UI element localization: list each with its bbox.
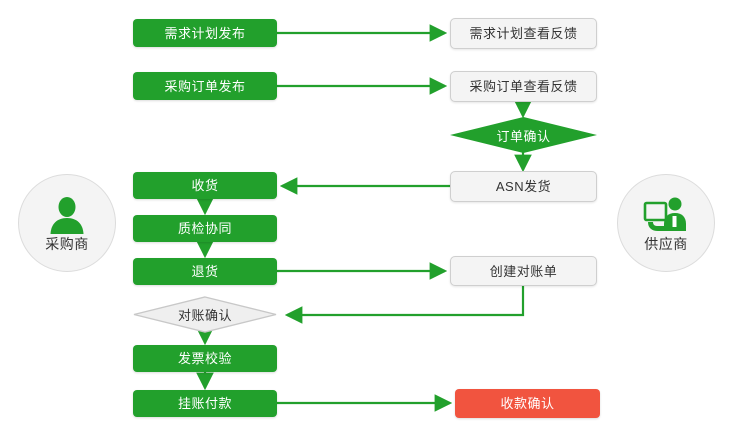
node-demand-plan-publish[interactable]: 需求计划发布 bbox=[133, 19, 277, 47]
node-order-confirm[interactable]: 订单确认 bbox=[450, 117, 597, 153]
node-label: ASN发货 bbox=[495, 179, 552, 194]
node-label: 对账确认 bbox=[177, 308, 232, 323]
node-label: 需求计划查看反馈 bbox=[469, 26, 578, 41]
node-purchase-order-feedback[interactable]: 采购订单查看反馈 bbox=[450, 71, 597, 102]
node-label: 退货 bbox=[191, 264, 219, 279]
actor-supplier-label: 供应商 bbox=[644, 235, 688, 252]
node-label: 订单确认 bbox=[496, 128, 551, 144]
node-label: 采购订单查看反馈 bbox=[469, 79, 578, 94]
node-demand-plan-feedback[interactable]: 需求计划查看反馈 bbox=[450, 18, 597, 49]
node-label: 需求计划发布 bbox=[164, 25, 246, 41]
node-label: 采购订单发布 bbox=[164, 78, 246, 94]
node-statement-confirm[interactable]: 对账确认 bbox=[133, 296, 277, 333]
node-label: 收款确认 bbox=[500, 396, 555, 411]
node-label: 收货 bbox=[191, 178, 219, 193]
actor-buyer: 采购商 bbox=[18, 174, 116, 272]
edge-statement-to-confirm bbox=[284, 285, 525, 324]
diamond-shape-green bbox=[450, 117, 597, 153]
node-payment-confirm[interactable]: 收款确认 bbox=[455, 389, 600, 418]
node-receive-goods[interactable]: 收货 bbox=[133, 172, 277, 199]
node-create-statement[interactable]: 创建对账单 bbox=[450, 256, 597, 286]
node-payable-payment[interactable]: 挂账付款 bbox=[133, 390, 277, 417]
node-label: 创建对账单 bbox=[489, 263, 558, 279]
node-invoice-check[interactable]: 发票校验 bbox=[133, 345, 277, 372]
person-at-computer-icon bbox=[643, 197, 686, 231]
node-label: 挂账付款 bbox=[177, 396, 232, 411]
node-asn-ship[interactable]: ASN发货 bbox=[450, 171, 597, 202]
node-label: 质检协同 bbox=[177, 221, 232, 236]
actor-supplier: 供应商 bbox=[617, 174, 715, 272]
node-purchase-order-publish[interactable]: 采购订单发布 bbox=[133, 72, 277, 100]
person-icon bbox=[50, 196, 84, 234]
node-label: 发票校验 bbox=[177, 351, 232, 366]
actor-buyer-label: 采购商 bbox=[45, 235, 89, 252]
node-quality-collab[interactable]: 质检协同 bbox=[133, 215, 277, 242]
node-return-goods[interactable]: 退货 bbox=[133, 258, 277, 285]
